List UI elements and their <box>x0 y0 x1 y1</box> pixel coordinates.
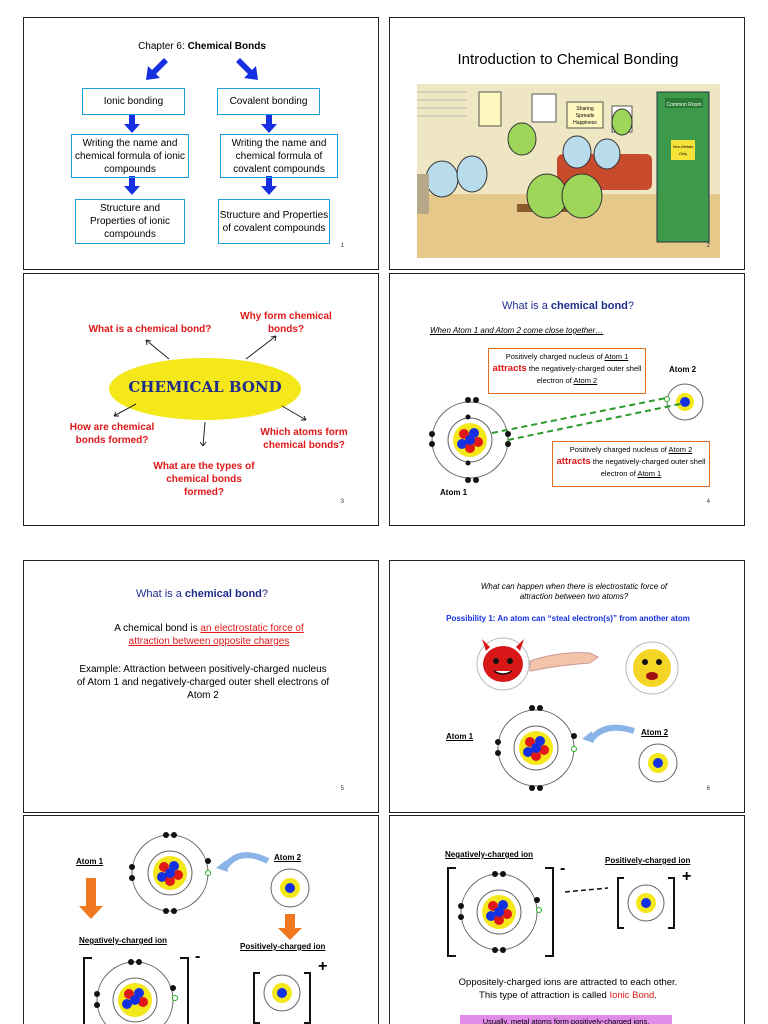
example-text: Example: Attraction between positively-c… <box>76 664 330 701</box>
plus-sign: + <box>318 958 328 975</box>
atom-1 <box>129 832 211 914</box>
possibility-text: Possibility 1: An atom can “steal electr… <box>446 614 690 623</box>
slide-number: 2 <box>706 243 710 249</box>
atom-1 <box>429 397 511 483</box>
ionic-bonding-box: Ionic bonding <box>82 88 185 115</box>
slide-8: Negatively-charged ion Positively-charge… <box>389 815 745 1024</box>
question-types: What are the types of chemical bonds for… <box>153 461 255 498</box>
question-what-bond: What is a chemical bond? <box>88 324 212 335</box>
flow-arrows <box>124 58 277 195</box>
svg-text:Only: Only <box>679 151 687 156</box>
negative-ion <box>83 957 189 1024</box>
ionic-naming-box: Writing the name and chemical formula of… <box>71 134 189 178</box>
cartoon-illustration: Sharing Spreads Happiness Common Room No… <box>417 84 720 258</box>
question-how-formed: How are chemical bonds formed? <box>69 422 155 446</box>
atom-1 <box>495 705 577 791</box>
slide-1: Chapter 6: Chemical Bonds Ionic bonding … <box>23 17 379 270</box>
atom-1-label: Atom 1 <box>446 732 474 741</box>
slide-number: 5 <box>340 786 344 792</box>
atom-2-label: Atom 2 <box>274 853 302 862</box>
ionic-bond-text: Oppositely-charged ions are attracted to… <box>458 977 678 1001</box>
positive-ion <box>617 877 675 929</box>
svg-text:Spreads: Spreads <box>576 113 595 119</box>
attraction-box-2: Positively charged nucleus of Atom 2 att… <box>552 441 710 487</box>
slide-number: 4 <box>706 499 710 505</box>
positive-ion-label: Positively-charged ion <box>605 856 691 865</box>
atom-1-label: Atom 1 <box>76 857 104 866</box>
slide-number: 3 <box>340 499 344 505</box>
scared-face-icon <box>625 641 679 695</box>
svg-text:Common Room: Common Room <box>666 102 701 108</box>
atom-2 <box>664 383 704 421</box>
center-label: CHEMICAL BOND <box>128 378 282 396</box>
subtitle: When Atom 1 and Atom 2 come close togeth… <box>430 326 604 335</box>
ionic-structure-box: Structure and Properties of ionic compou… <box>75 199 185 244</box>
covalent-bonding-box: Covalent bonding <box>217 88 320 115</box>
slide-3: CHEMICAL BOND What is a chemical bond? W… <box>23 273 379 526</box>
devil-icon <box>476 637 530 691</box>
slide-7: Atom 1 Atom 2 Negatively-charged ion Pos… <box>23 815 379 1024</box>
ionic-bond-diagram <box>447 867 675 957</box>
svg-text:Happiness: Happiness <box>573 120 597 126</box>
stealing-diagram <box>476 637 679 791</box>
slide-4: What is a chemical bond? When Atom 1 and… <box>389 273 745 526</box>
atom-2-label: Atom 2 <box>669 365 697 374</box>
definition-text: A chemical bond is an electrostatic forc… <box>114 623 304 647</box>
negative-ion-label: Negatively-charged ion <box>79 936 168 945</box>
plus-sign: + <box>682 868 692 885</box>
slide-title: Introduction to Chemical Bonding <box>457 51 679 68</box>
slide-title: Chapter 6: Chemical Bonds <box>138 41 266 52</box>
mindmap-graphic <box>109 335 307 447</box>
covalent-naming-box: Writing the name and chemical formula of… <box>220 134 338 178</box>
negative-ion <box>447 867 554 957</box>
slide-6: What can happen when there is electrosta… <box>389 560 745 813</box>
minus-sign: - <box>560 860 566 877</box>
slide-title: What is a chemical bond? <box>501 300 635 312</box>
down-arrow-icon <box>278 914 302 940</box>
negative-ion-label: Negatively-charged ion <box>445 850 534 859</box>
slide-2: Introduction to Chemical Bonding Sharing… <box>389 17 745 270</box>
slide-title: What is a chemical bond? <box>135 588 269 600</box>
atom-1-label: Atom 1 <box>440 488 468 497</box>
question-which-atoms: Which atoms form chemical bonds? <box>260 427 348 451</box>
minus-sign: - <box>195 948 201 965</box>
positive-ion-label: Positively-charged ion <box>240 942 326 951</box>
atom-2-label: Atom 2 <box>641 728 669 737</box>
covalent-structure-box: Structure and Properties of covalent com… <box>218 199 330 244</box>
question-text: What can happen when there is electrosta… <box>480 582 668 601</box>
atom-2 <box>638 743 678 783</box>
ion-formation-diagram <box>79 832 311 1024</box>
slide-number: 6 <box>706 786 710 792</box>
attraction-box-1: Positively charged nucleus of Atom 1 att… <box>488 348 646 394</box>
slide-5: What is a chemical bond? A chemical bond… <box>23 560 379 813</box>
note-box: Usually, metal atoms form positively-cha… <box>460 1015 672 1024</box>
slide-number: 1 <box>340 243 344 249</box>
atoms-diagram <box>429 383 704 483</box>
svg-text:Non-Metals: Non-Metals <box>673 144 693 149</box>
cartoon-scene: Sharing Spreads Happiness Common Room No… <box>417 84 720 258</box>
down-arrow-icon <box>79 878 103 919</box>
poster-text: Sharing <box>576 106 593 112</box>
atom-2 <box>270 868 310 908</box>
positive-ion <box>253 972 311 1024</box>
question-why-form: Why form chemical bonds? <box>240 311 332 335</box>
